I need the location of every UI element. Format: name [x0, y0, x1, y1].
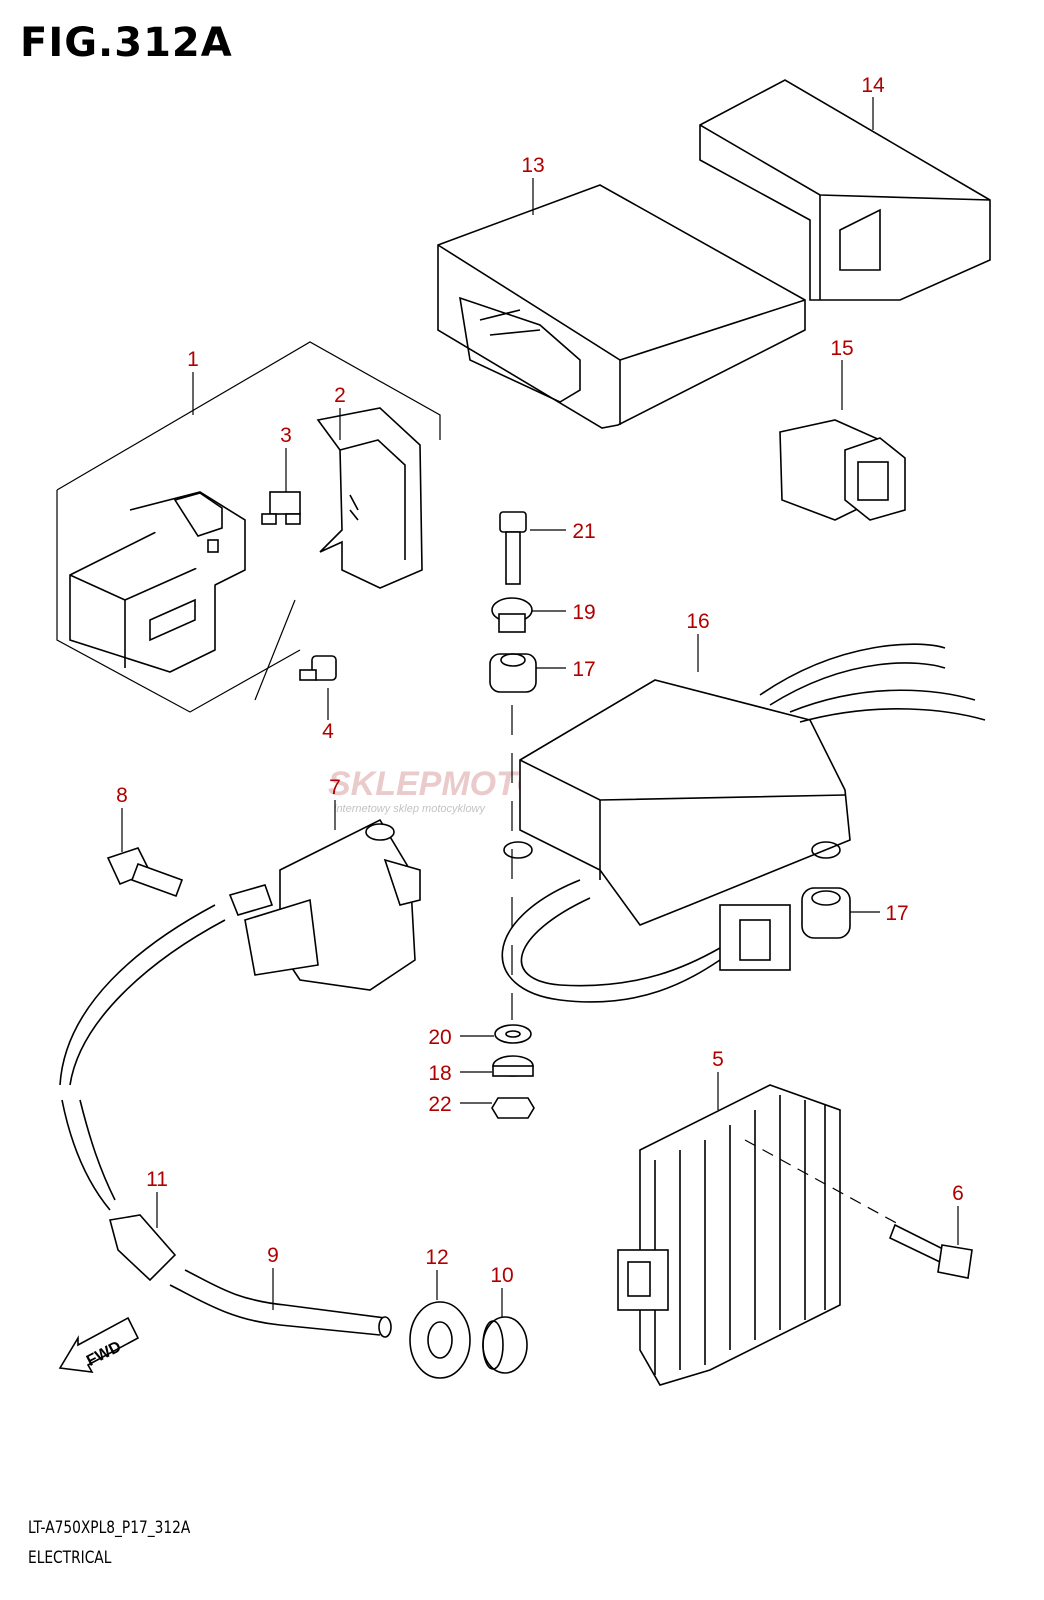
label-19: 19 [572, 601, 595, 624]
label-15: 15 [830, 337, 853, 360]
label-11: 11 [146, 1168, 168, 1191]
section-name: ELECTRICAL [28, 1548, 112, 1568]
part-6-bolt[interactable] [744, 1139, 973, 1279]
part-8-bolt[interactable] [106, 847, 184, 898]
label-21: 21 [572, 520, 595, 543]
label-9: 9 [267, 1244, 279, 1267]
part-17-grommet-upper[interactable] [489, 653, 537, 693]
part-19-collar[interactable] [491, 597, 533, 633]
part-5-regulator-rectifier[interactable] [617, 1084, 841, 1386]
part-17-grommet-lower[interactable] [801, 887, 851, 939]
part-labels: 1 2 3 4 5 6 7 8 9 10 11 12 13 14 15 16 1… [116, 74, 964, 1287]
part-9-high-tension-tube[interactable] [169, 1269, 392, 1338]
figure-title: FIG.312A [20, 20, 233, 66]
part-13-ecm[interactable] [437, 184, 806, 429]
label-7: 7 [329, 776, 341, 799]
part-14-ecm-cover[interactable] [699, 79, 991, 301]
part-7-ignition-coil[interactable] [59, 818, 421, 1086]
label-13: 13 [521, 154, 544, 177]
part-10-bushing[interactable] [482, 1316, 528, 1374]
part-16-control-module[interactable] [501, 643, 986, 1003]
label-8: 8 [116, 784, 128, 807]
label-18: 18 [428, 1062, 451, 1085]
part-21-bolt[interactable] [499, 511, 527, 585]
part-22-nut[interactable] [491, 1097, 535, 1119]
part-4-bolt[interactable] [299, 655, 337, 681]
label-2: 2 [334, 384, 346, 407]
label-16: 16 [686, 610, 709, 633]
part-20-washer[interactable] [494, 1024, 532, 1044]
part-11-plug-cap[interactable] [61, 1099, 177, 1282]
label-6: 6 [952, 1182, 964, 1205]
label-17-upper: 17 [572, 658, 595, 681]
label-4: 4 [322, 720, 334, 743]
part-15-connector[interactable] [779, 419, 906, 521]
watermark-tagline: internetowy sklep motocyklowy [334, 803, 487, 815]
model-code: LT-A750XPL8_P17_312A [28, 1518, 191, 1538]
label-3: 3 [280, 424, 292, 447]
label-14: 14 [861, 74, 885, 97]
part-2-relay-cover[interactable] [316, 407, 423, 589]
fwd-arrow: FWD [58, 1316, 140, 1373]
part-12-seal[interactable] [409, 1301, 471, 1379]
label-17-lower: 17 [885, 902, 908, 925]
label-12: 12 [425, 1246, 448, 1269]
label-10: 10 [490, 1264, 513, 1287]
label-5: 5 [712, 1048, 724, 1071]
part-18-washer[interactable] [492, 1055, 534, 1077]
part-3-fuse[interactable] [261, 491, 301, 525]
label-22: 22 [428, 1093, 451, 1116]
part-1-starter-relay[interactable] [56, 341, 441, 713]
label-1: 1 [187, 348, 199, 371]
leader-lines [121, 97, 959, 1318]
label-20: 20 [428, 1026, 451, 1049]
